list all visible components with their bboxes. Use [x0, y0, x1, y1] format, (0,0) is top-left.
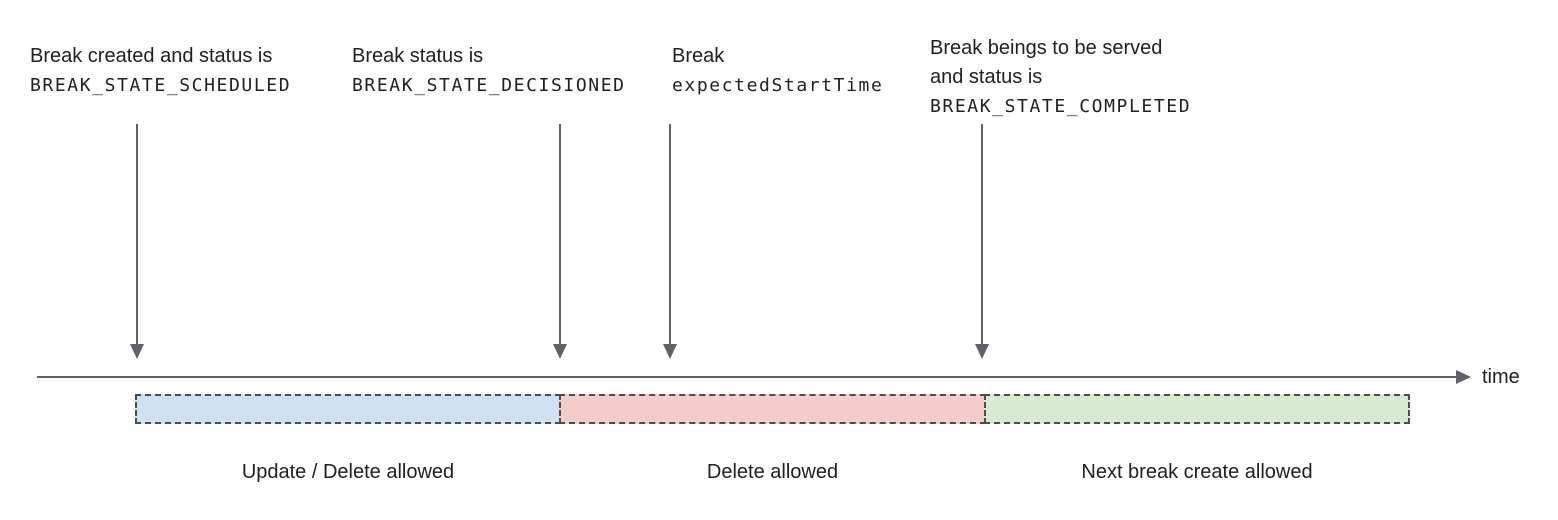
segment-label: Next break create allowed [1081, 461, 1313, 483]
time-axis-label: time [1482, 366, 1520, 388]
annotation-expected-start-time: Break expectedStartTime [672, 42, 883, 100]
annotation-break-scheduled: Break created and status is BREAK_STATE_… [30, 42, 291, 100]
down-arrow-icon [130, 124, 144, 359]
annotation-break-completed: Break beings to be served and status is … [930, 34, 1191, 121]
segment-update-delete-allowed [135, 394, 561, 424]
segment-next-break-create-allowed [984, 394, 1410, 424]
annotation-code: BREAK_STATE_DECISIONED [352, 75, 626, 96]
annotation-text: Break created and status is [30, 45, 273, 67]
time-axis-arrow-icon [37, 370, 1471, 384]
segment-delete-allowed [559, 394, 986, 424]
annotation-text: Break beings to be served [930, 37, 1163, 59]
annotation-code: expectedStartTime [672, 75, 884, 96]
annotation-text: Break status is [352, 45, 484, 67]
annotation-code: BREAK_STATE_COMPLETED [930, 96, 1192, 117]
down-arrow-icon [663, 124, 677, 359]
segment-label: Update / Delete allowed [241, 461, 455, 483]
annotation-text: Break [672, 45, 725, 67]
annotation-break-decisioned: Break status is BREAK_STATE_DECISIONED [352, 42, 626, 100]
annotation-text: and status is [930, 66, 1043, 88]
down-arrow-icon [553, 124, 567, 359]
segment-label: Delete allowed [706, 461, 839, 483]
down-arrow-icon [975, 124, 989, 359]
annotation-code: BREAK_STATE_SCHEDULED [30, 75, 292, 96]
